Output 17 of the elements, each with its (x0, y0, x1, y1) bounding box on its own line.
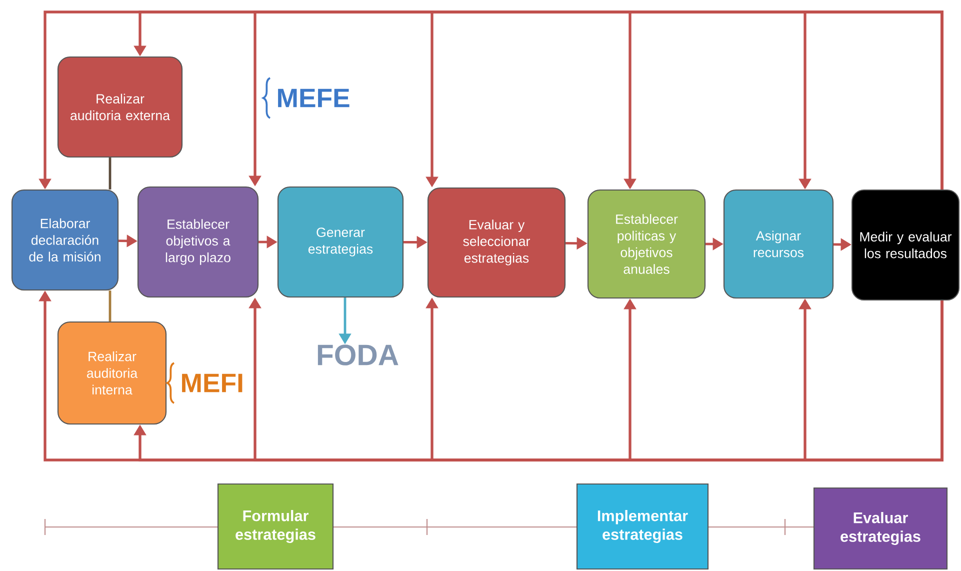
phase-box: Implementar estrategias (576, 483, 709, 570)
process-box: Medir y evaluar los resultados (851, 189, 960, 301)
phase-box: Evaluar estrategias (813, 487, 948, 570)
process-box: Realizar auditoria externa (57, 56, 183, 158)
connector-line (108, 290, 112, 322)
connector-line (108, 158, 112, 190)
process-box: Evaluar y seleccionar estrategias (427, 187, 566, 298)
process-box: Realizar auditoria interna (57, 321, 167, 425)
text-label: FODA (318, 344, 398, 366)
brace-label: MEFE (262, 77, 350, 119)
process-box: Establecer politicas y objetivos anuales (587, 189, 706, 299)
process-box: Elaborar declaración de la misión (11, 189, 119, 291)
process-box: Asignar recursos (723, 189, 834, 299)
brace-label: MEFI (166, 362, 244, 404)
process-box: Establecer objetivos a largo plazo (137, 186, 259, 298)
phase-box: Formular estrategias (217, 483, 334, 570)
process-box: Generar estrategias (277, 186, 404, 298)
